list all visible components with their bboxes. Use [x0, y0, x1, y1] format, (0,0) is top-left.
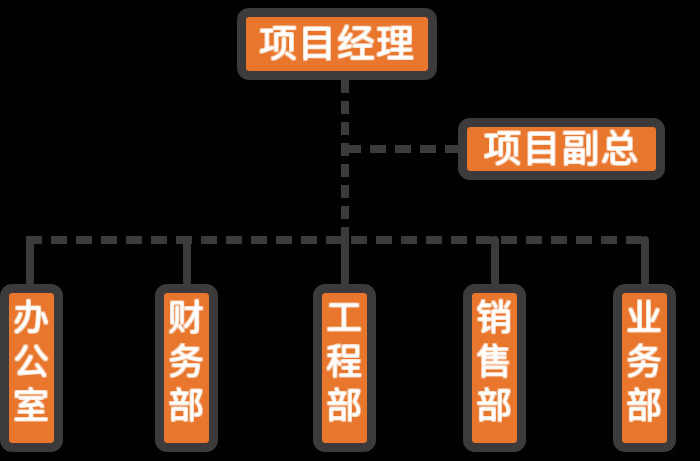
node-department-finance[interactable]: 财 务 部 [155, 284, 218, 452]
node-department-sales-label: 销 售 部 [475, 298, 513, 427]
connector-stub-sales [491, 236, 499, 286]
node-department-office[interactable]: 办 公 室 [0, 284, 63, 452]
node-department-engineering-label: 工 程 部 [325, 298, 363, 427]
node-department-sales[interactable]: 销 售 部 [463, 284, 526, 452]
node-department-engineering[interactable]: 工 程 部 [313, 284, 376, 452]
node-deputy-director[interactable]: 项目副总 [458, 118, 665, 180]
connector-stub-business [641, 236, 649, 286]
node-department-business-label: 业 务 部 [625, 298, 663, 427]
node-project-manager[interactable]: 项目经理 [237, 8, 437, 80]
node-department-office-label: 办 公 室 [12, 298, 50, 427]
node-department-finance-label: 财 务 部 [167, 298, 205, 427]
connector-deputy-branch [345, 145, 460, 153]
connector-department-bus [26, 236, 646, 244]
connector-stub-finance [183, 236, 191, 286]
connector-root-trunk [341, 80, 349, 240]
node-project-manager-label: 项目经理 [258, 22, 415, 66]
node-deputy-director-label: 项目副总 [483, 127, 640, 171]
node-department-business[interactable]: 业 务 部 [613, 284, 676, 452]
connector-stub-office [26, 236, 34, 286]
connector-stub-engineering [341, 236, 349, 286]
